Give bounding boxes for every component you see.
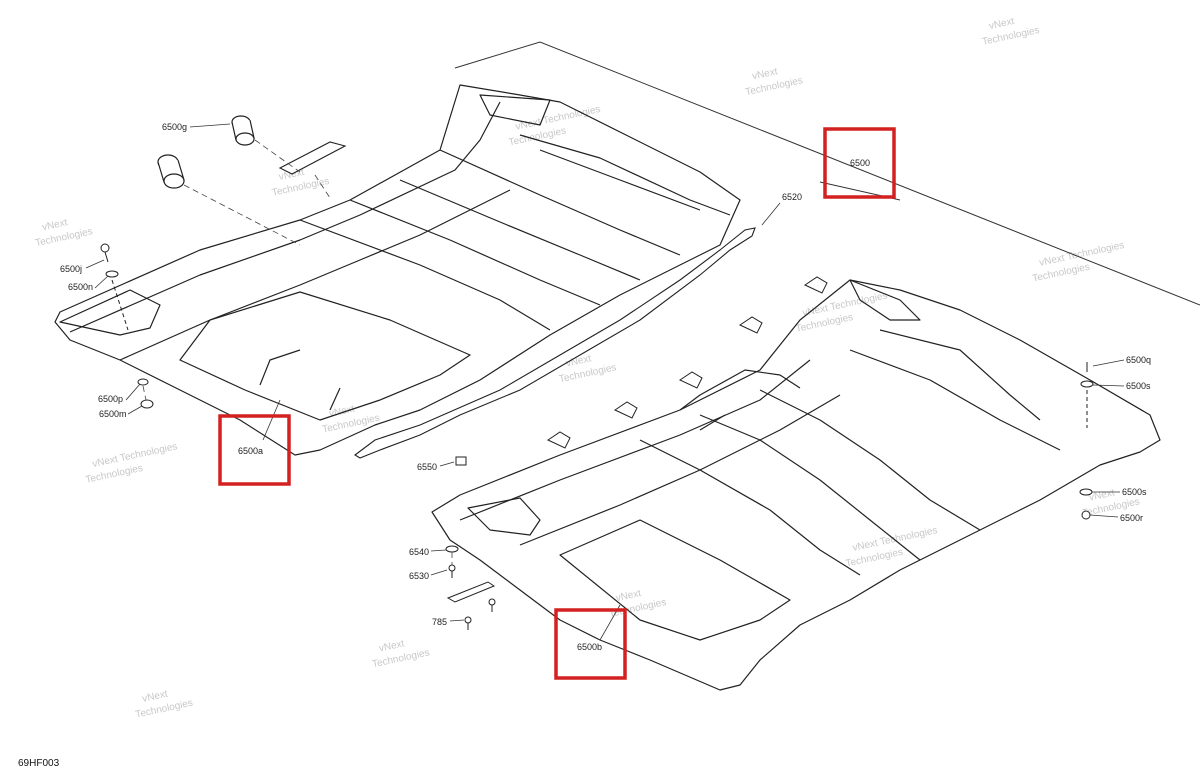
part-labels: 6500g 6500j 6500n 6500p 6500m 6500a 6500…	[60, 122, 1151, 652]
leader-lines	[85, 123, 1125, 641]
label-6500r: 6500r	[1120, 513, 1143, 523]
grommets-6500g	[157, 115, 255, 189]
washer-6500n	[105, 270, 119, 278]
label-6500a: 6500a	[238, 446, 263, 456]
washer-6500s-bottom	[1079, 488, 1093, 496]
label-785: 785	[432, 617, 447, 627]
bracket-plate	[446, 581, 496, 603]
screw-6530	[448, 564, 456, 578]
watermark: vNext Technologies	[558, 353, 617, 385]
svg-text:vNext: vNext	[751, 66, 779, 82]
watermark: vNext Technologies Technologies	[85, 441, 179, 486]
screw-bracket	[488, 598, 496, 612]
svg-text:vNext: vNext	[378, 638, 406, 654]
washer-6540	[445, 545, 459, 553]
label-6500: 6500	[850, 158, 870, 168]
label-6550: 6550	[417, 462, 437, 472]
watermark: vNext Technologies	[371, 638, 430, 670]
svg-text:vNext: vNext	[328, 404, 356, 420]
label-6540: 6540	[409, 547, 429, 557]
label-6500g: 6500g	[162, 122, 187, 132]
fastener-6500j	[100, 243, 110, 263]
highlight-6500b[interactable]	[554, 608, 627, 680]
pad-piece	[278, 141, 347, 175]
label-6520: 6520	[782, 192, 802, 202]
watermark: vNext Technologies	[135, 689, 194, 721]
label-6530: 6530	[409, 571, 429, 581]
svg-text:vNext: vNext	[141, 689, 169, 705]
label-6500j: 6500j	[60, 264, 82, 274]
watermark: vNext Technologies Technologies	[1031, 240, 1125, 285]
svg-text:vNext: vNext	[41, 217, 69, 233]
svg-text:vNext: vNext	[615, 588, 643, 604]
watermark: vNext Technologies Technologies	[845, 525, 939, 570]
watermark: vNext Technologies	[744, 66, 803, 98]
label-6500n: 6500n	[68, 282, 93, 292]
watermark-layer: vNext Technologies vNext Technologies vN…	[34, 16, 1140, 721]
svg-text:vNext: vNext	[988, 16, 1016, 32]
highlight-6500[interactable]	[823, 127, 896, 199]
label-6500m: 6500m	[99, 409, 127, 419]
label-6500s-top: 6500s	[1126, 381, 1151, 391]
seal-6520	[354, 227, 756, 459]
watermark: vNext Technologies Technologies	[795, 290, 889, 335]
mounting-tabs	[546, 276, 828, 449]
washer-6500s-top	[1080, 380, 1094, 388]
nut-6500r	[1081, 510, 1091, 520]
nut-6500m	[140, 399, 154, 409]
svg-text:vNext: vNext	[1088, 487, 1116, 503]
watermark: vNext Technologies	[34, 217, 93, 249]
clip-6550	[455, 456, 467, 466]
alignment-lines	[142, 139, 453, 565]
screw-785	[464, 616, 472, 630]
label-6500b: 6500b	[577, 642, 602, 652]
fasteners	[100, 243, 1094, 630]
label-6500q: 6500q	[1126, 355, 1151, 365]
highlight-boxes	[218, 127, 896, 680]
label-6500p: 6500p	[98, 394, 123, 404]
panel-6500b	[431, 279, 1161, 691]
diagram-code: 69HF003	[18, 758, 60, 769]
washer-6500p	[137, 378, 149, 386]
highlight-6500a[interactable]	[218, 414, 291, 486]
panel-6500a	[54, 84, 741, 456]
watermark: vNext Technologies Technologies	[508, 104, 602, 149]
label-6500s-bottom: 6500s	[1122, 487, 1147, 497]
watermark: vNext Technologies	[981, 16, 1040, 48]
svg-text:vNext: vNext	[565, 353, 593, 369]
